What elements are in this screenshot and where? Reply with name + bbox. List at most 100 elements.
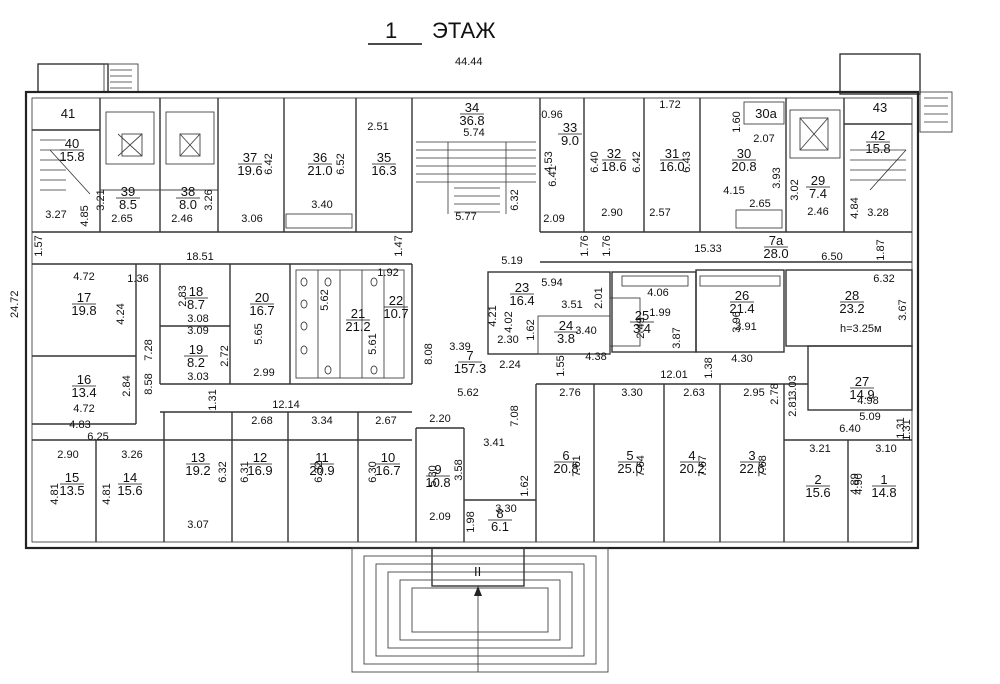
room-number: 10 <box>381 450 395 465</box>
room-number: 2 <box>814 472 821 487</box>
room-6[interactable]: 620.8 <box>553 448 578 476</box>
dimension-label: 7.67 <box>697 455 709 476</box>
room-number: 25 <box>635 308 649 323</box>
dimension-label: 4.38 <box>585 351 606 363</box>
room-18[interactable]: 188.7 <box>184 284 208 312</box>
dimension-label: 2.76 <box>559 387 580 399</box>
dimension-label: 1.76 <box>601 235 613 256</box>
room-number: 31 <box>665 146 679 161</box>
room-2[interactable]: 215.6 <box>805 472 830 500</box>
room-area: 16.9 <box>247 463 272 478</box>
dimension-label: 1.62 <box>519 475 531 496</box>
dimension-label: 2.68 <box>251 415 272 427</box>
room-5[interactable]: 525.0 <box>617 448 642 476</box>
dimension-label: 1.47 <box>393 235 405 256</box>
room-area: 13.5 <box>59 483 84 498</box>
room-number: 28 <box>845 288 859 303</box>
dimension-label: 1.87 <box>875 239 887 260</box>
room-number: 29 <box>811 173 825 188</box>
dimension-label: 2.09 <box>429 511 450 523</box>
room-29[interactable]: 297.4 <box>806 173 830 201</box>
dimension-label: 3.67 <box>897 299 909 320</box>
dimension-label: 4.21 <box>487 305 499 326</box>
dimension-label: 3.06 <box>241 213 262 225</box>
room-number: 14 <box>123 470 137 485</box>
room-1[interactable]: 114.8 <box>871 472 896 500</box>
room-number: 37 <box>243 150 257 165</box>
room-number: 17 <box>77 290 91 305</box>
room-4[interactable]: 420.2 <box>679 448 704 476</box>
dimension-label: 4.90 <box>853 473 865 494</box>
dimension-label: 8.08 <box>423 343 435 364</box>
dimension-label: 4.72 <box>73 271 94 283</box>
room-30a[interactable]: 30а <box>755 106 777 121</box>
room-38[interactable]: 388.0 <box>176 184 200 212</box>
dimension-label: 7.61 <box>571 455 583 476</box>
dimension-label: 3.30 <box>621 387 642 399</box>
room-3[interactable]: 322.6 <box>739 448 764 476</box>
room-9[interactable]: 910.8 <box>425 462 450 490</box>
room-19[interactable]: 198.2 <box>184 342 208 370</box>
room-number: 43 <box>873 100 887 115</box>
room-area: 157.3 <box>454 361 487 376</box>
room-area: 14.8 <box>871 485 896 500</box>
dimension-label: 3.26 <box>121 449 142 461</box>
room-area: 15.8 <box>59 149 84 164</box>
room-number: 6 <box>562 448 569 463</box>
room-8[interactable]: 86.1 <box>488 506 512 534</box>
dimension-label: 2.95 <box>743 387 764 399</box>
stairwell-left <box>40 139 91 195</box>
dimension-label: 3.21 <box>95 189 107 210</box>
dimension-label: 3.09 <box>187 325 208 337</box>
room-24[interactable]: 243.8 <box>554 318 578 346</box>
room-25[interactable]: 253.4 <box>630 308 654 336</box>
dimension-label: 1.98 <box>465 511 477 532</box>
dimension-label: 6.31 <box>239 461 251 482</box>
dimension-label: 3.30 <box>495 503 516 515</box>
room-43[interactable]: 43 <box>873 100 887 115</box>
dimension-label: 12.01 <box>660 369 688 381</box>
room-number: 7а <box>769 233 784 248</box>
room-number: 34 <box>465 100 479 115</box>
dimension-label: 2.63 <box>683 387 704 399</box>
room-number: 11 <box>315 450 329 465</box>
room-33[interactable]: 339.0 <box>558 120 582 148</box>
room-number: 22 <box>389 293 403 308</box>
room-39[interactable]: 398.5 <box>116 184 140 212</box>
room-number: 19 <box>189 342 203 357</box>
dimension-label: 6.42 <box>263 153 275 174</box>
dimension-label: 2.09 <box>543 213 564 225</box>
dimension-label: 2.90 <box>601 207 622 219</box>
dimension-label: 6.32 <box>217 461 229 482</box>
dimension-label: 3.08 <box>187 313 208 325</box>
room-number: 35 <box>377 150 391 165</box>
dimension-label: 3.51 <box>561 299 582 311</box>
room-41[interactable]: 41 <box>61 106 75 121</box>
